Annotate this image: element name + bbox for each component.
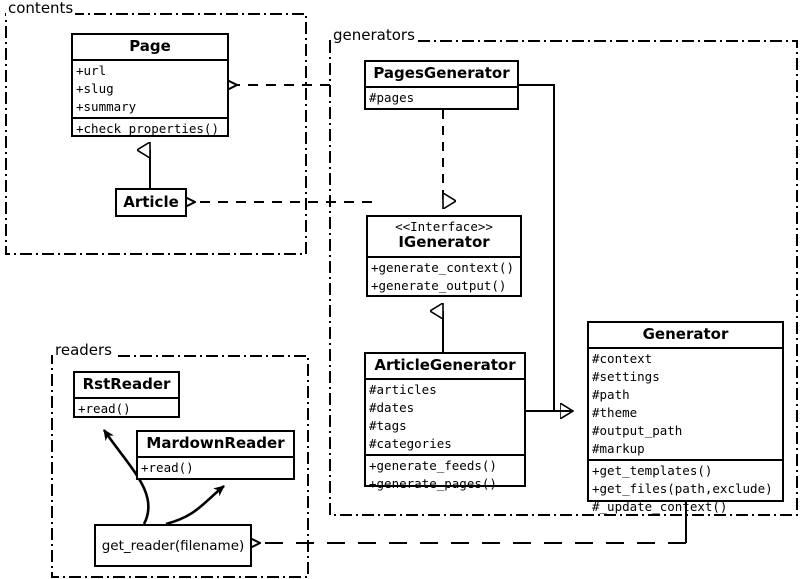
package-label-generators: generators — [331, 26, 417, 44]
class-box-mardown-reader[interactable]: MardownReader +read() — [136, 430, 295, 480]
connector-get-reader-creates-mardownreader — [165, 484, 225, 526]
class-name-label: IGenerator — [398, 233, 490, 252]
method-row: +get_files(path,exclude) — [592, 481, 773, 497]
class-name-mardown-reader: MardownReader — [146, 434, 285, 452]
method-row: +generate_pages() — [369, 476, 497, 492]
class-methods-mardown-reader: +read() — [138, 456, 293, 478]
connector-pagesgenerator-inherits-generator — [519, 84, 573, 411]
class-methods-page: +check_properties() — [73, 117, 227, 139]
class-name-rst-reader: RstReader — [82, 375, 171, 393]
attribute-row: #articles — [369, 382, 437, 398]
class-box-rst-reader[interactable]: RstReader +read() — [73, 371, 180, 418]
attribute-row: +url — [76, 63, 107, 79]
class-name-page: Page — [129, 37, 171, 55]
package-label-readers: readers — [53, 341, 114, 359]
package-label-contents: contents — [6, 0, 76, 17]
method-row: #_update_context() — [592, 499, 728, 515]
function-node-get-reader[interactable]: get_reader(filename) — [94, 524, 252, 567]
method-row: +read() — [141, 460, 194, 476]
attribute-row: #dates — [369, 400, 415, 416]
class-attributes-pages-generator: #pages — [366, 86, 517, 108]
method-row: +get_templates() — [592, 463, 713, 479]
class-box-page[interactable]: Page +url +slug +summary +check_properti… — [71, 33, 229, 137]
class-name-generator: Generator — [642, 325, 729, 343]
attribute-row: #categories — [369, 436, 452, 452]
attribute-row: #context — [592, 351, 653, 367]
attribute-row: #tags — [369, 418, 407, 434]
attribute-row: #pages — [369, 90, 415, 106]
class-attributes-article-generator: #articles #dates #tags #categories — [366, 378, 524, 454]
class-methods-igenerator: +generate_context() +generate_output() — [368, 255, 520, 296]
class-attributes-generator: #context #settings #path #theme #output_… — [589, 347, 782, 459]
attribute-row: #settings — [592, 369, 660, 385]
class-methods-generator: +get_templates() +get_files(path,exclude… — [589, 459, 782, 517]
method-row: +generate_feeds() — [369, 458, 497, 474]
class-attributes-page: +url +slug +summary — [73, 59, 227, 117]
class-methods-rst-reader: +read() — [75, 397, 178, 419]
class-box-article-generator[interactable]: ArticleGenerator #articles #dates #tags … — [364, 352, 526, 491]
method-row: +read() — [78, 401, 131, 417]
attribute-row: +summary — [76, 99, 137, 115]
class-name-article-generator: ArticleGenerator — [374, 356, 516, 374]
class-stereotype-igenerator: <<Interface>> — [395, 219, 493, 234]
class-name-pages-generator: PagesGenerator — [373, 64, 510, 82]
class-name-article: Article — [123, 193, 179, 211]
attribute-row: #path — [592, 387, 630, 403]
attribute-row: #theme — [592, 405, 638, 421]
class-box-igenerator[interactable]: <<Interface>> IGenerator +generate_conte… — [366, 215, 522, 297]
method-row: +generate_output() — [371, 277, 507, 293]
class-methods-article-generator: +generate_feeds() +generate_pages() — [366, 454, 524, 494]
connector-generators-depends-on-article — [195, 173, 372, 202]
method-row: +check_properties() — [76, 121, 219, 137]
attribute-row: +slug — [76, 81, 114, 97]
class-box-generator[interactable]: Generator #context #settings #path #them… — [587, 321, 784, 514]
attribute-row: #output_path — [592, 423, 683, 439]
class-name-igenerator: <<Interface>> IGenerator — [368, 217, 520, 256]
attribute-row: #markup — [592, 441, 645, 457]
class-box-pages-generator[interactable]: PagesGenerator #pages — [364, 60, 519, 110]
function-node-label: get_reader(filename) — [101, 537, 245, 554]
method-row: +generate_context() — [371, 259, 514, 275]
class-box-article[interactable]: Article — [115, 188, 187, 217]
